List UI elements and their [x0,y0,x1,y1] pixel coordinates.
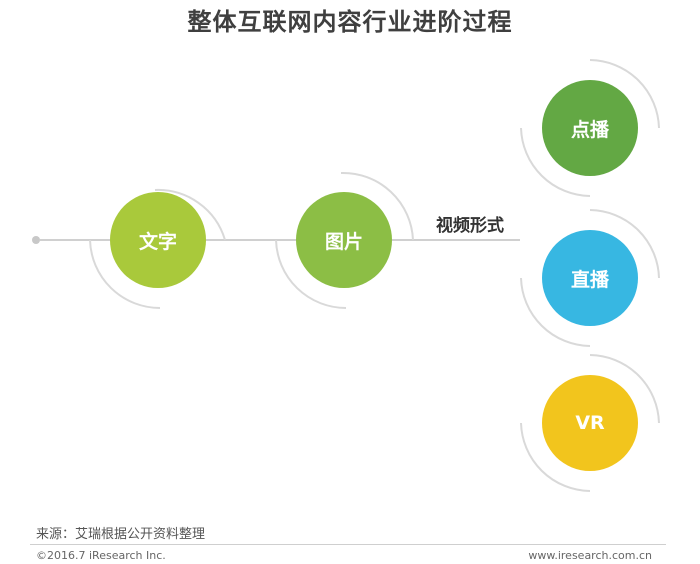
node-live: 直播 [542,230,638,326]
arc-vod [589,59,660,129]
arc-vr-lower [520,422,591,492]
branch-label-video: 视频形式 [436,216,504,236]
source-note: 来源：艾瑞根据公开资料整理 [36,527,206,542]
arc-vr [589,354,660,424]
node-vod-label: 点播 [570,118,609,141]
arc-text-lower [89,239,161,309]
arc-image-lower [275,239,347,309]
node-vr-label: VR [575,412,605,434]
node-vr: VR [542,375,638,471]
footer-divider [30,544,666,545]
arc-live-lower [520,277,591,347]
node-vod: 点播 [542,80,638,176]
node-text: 文字 [110,192,206,288]
arc-live [589,209,660,279]
node-image-label: 图片 [324,230,363,253]
arc-text [154,188,226,241]
node-text-label: 文字 [138,230,177,253]
arc-vod-lower [520,127,591,197]
node-live-label: 直播 [570,268,609,291]
copyright-text: ©2016.7 iResearch Inc. [36,549,166,562]
node-image: 图片 [296,192,392,288]
website-url: www.iresearch.com.cn [528,549,652,562]
page-title: 整体互联网内容行业进阶过程 [187,8,513,36]
start-dot [32,236,40,244]
decorative-arcs [89,59,660,492]
arc-image [340,171,414,241]
